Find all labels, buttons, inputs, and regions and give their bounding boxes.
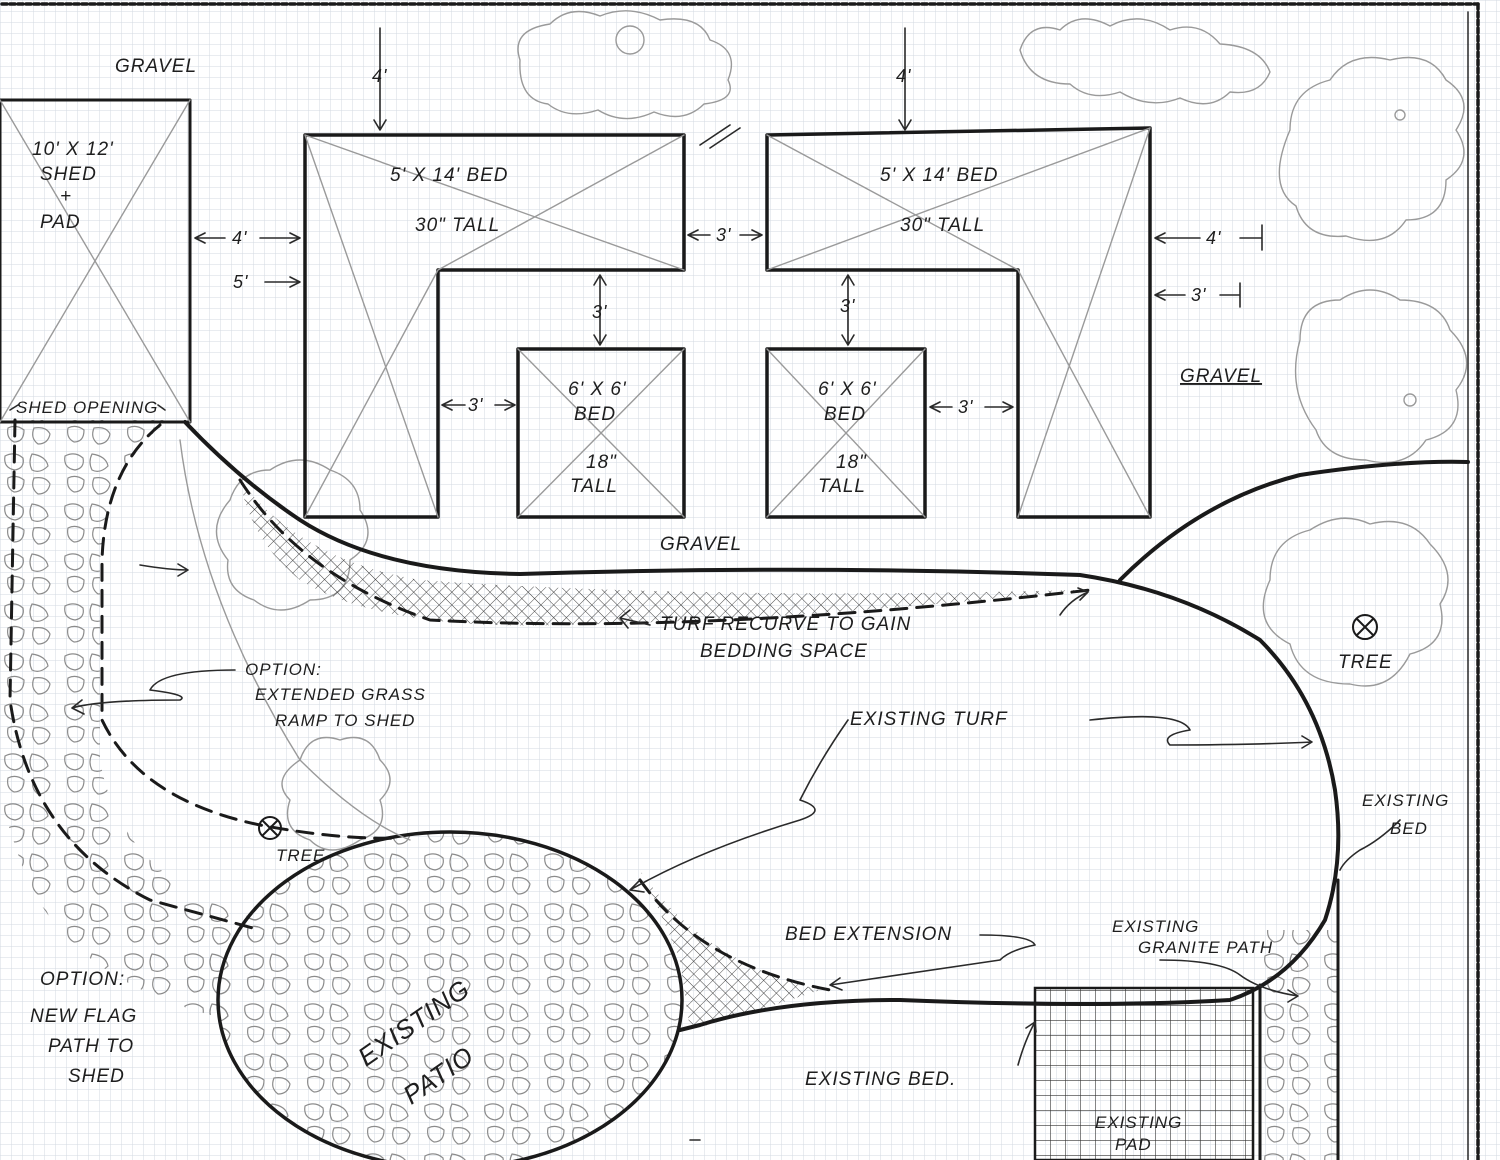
dim-inner-left: 3' [592, 302, 607, 322]
label-small-bed-right: 6' X 6' BED 18" TALL [818, 379, 877, 497]
label-existing-bed-right: EXISTING BED [1362, 791, 1449, 838]
bed-extension-hatch [640, 870, 820, 1030]
svg-text:OPTION:: OPTION: [245, 660, 322, 679]
label-gravel-top: GRAVEL [115, 56, 197, 77]
svg-text:5' X 14' BED: 5' X 14' BED [390, 165, 509, 186]
svg-text:SHED: SHED [68, 1066, 125, 1087]
svg-text:NEW FLAG: NEW FLAG [30, 1006, 137, 1027]
dim-side-left: 3' [468, 395, 483, 415]
small-bed-left [516, 347, 686, 519]
svg-text:6' X 6': 6' X 6' [818, 379, 877, 400]
label-tree-left: TREE [276, 846, 325, 865]
label-tree-right: TREE [1338, 652, 1393, 673]
existing-patio [216, 830, 684, 1160]
svg-text:EXISTING: EXISTING [1362, 791, 1449, 810]
option-arc [179, 439, 411, 841]
label-shed: 10' X 12' SHED + PAD [32, 139, 114, 233]
svg-text:RAMP TO SHED: RAMP TO SHED [275, 711, 415, 730]
raised-bed-left [303, 133, 686, 519]
svg-text:TALL: TALL [570, 476, 618, 497]
svg-text:6' X 6': 6' X 6' [568, 379, 627, 400]
dim-between-beds: 3' [716, 225, 731, 245]
proposed-edges [8, 418, 1092, 992]
label-existing-turf: EXISTING TURF [850, 709, 1008, 730]
dim-inner-right: 3' [840, 296, 855, 316]
svg-text:30" TALL: 30" TALL [415, 215, 500, 236]
small-bed-right [765, 347, 927, 519]
svg-text:PAD: PAD [40, 212, 81, 233]
shed-and-pad [0, 98, 192, 424]
label-gravel-mid: GRAVEL [660, 534, 742, 555]
label-gravel-right: GRAVEL [1180, 366, 1262, 387]
label-shed-opening: SHED OPENING [16, 398, 158, 417]
dim-shed-5: 5' [233, 272, 248, 292]
label-bed-extension: BED EXTENSION [785, 924, 952, 945]
raised-bed-right [765, 126, 1152, 519]
existing-pad-grid [1033, 986, 1255, 1160]
svg-text:BEDDING SPACE: BEDDING SPACE [700, 641, 868, 662]
svg-text:18": 18" [586, 452, 617, 473]
label-option-flag: OPTION: NEW FLAG PATH TO SHED [30, 969, 137, 1087]
svg-text:EXISTING: EXISTING [1095, 1113, 1182, 1132]
turf-recurve-hatch [240, 480, 1080, 626]
dim-shed-4: 4' [232, 228, 247, 248]
label-bed-left: 5' X 14' BED 30" TALL [390, 165, 509, 236]
svg-text:TURF RECURVE TO GAIN: TURF RECURVE TO GAIN [660, 614, 911, 635]
label-granite-path: EXISTING GRANITE PATH [1112, 917, 1273, 957]
dim-side-right: 3' [958, 397, 973, 417]
svg-text:+: + [60, 186, 72, 207]
dim-top-left: 4' [372, 66, 387, 86]
svg-text:18": 18" [836, 452, 867, 473]
svg-text:OPTION:: OPTION: [40, 969, 125, 990]
svg-text:PATH TO: PATH TO [48, 1036, 134, 1057]
granite-path-stones [1258, 930, 1338, 1160]
turf-edge [183, 420, 1341, 1032]
label-option-ramp: OPTION: EXTENDED GRASS RAMP TO SHED [245, 660, 426, 730]
tree-symbols [258, 614, 1378, 840]
label-bed-right: 5' X 14' BED 30" TALL [880, 165, 999, 236]
label-small-bed-left: 6' X 6' BED 18" TALL [568, 379, 627, 497]
svg-text:BED: BED [824, 404, 866, 425]
svg-text:SHED: SHED [40, 164, 97, 185]
dim-right-3: 3' [1191, 285, 1206, 305]
svg-text:BED: BED [1390, 819, 1428, 838]
svg-text:10' X 12': 10' X 12' [32, 139, 114, 160]
svg-text:PAD: PAD [1115, 1135, 1152, 1154]
dim-top-right: 4' [896, 66, 911, 86]
dim-right-4: 4' [1206, 228, 1221, 248]
dimension-lines [194, 27, 1263, 413]
svg-text:TALL: TALL [818, 476, 866, 497]
svg-text:30" TALL: 30" TALL [900, 215, 985, 236]
svg-text:EXISTING: EXISTING [1112, 917, 1199, 936]
svg-text:EXTENDED GRASS: EXTENDED GRASS [255, 685, 426, 704]
label-turf-recurve: TURF RECURVE TO GAIN BEDDING SPACE [660, 614, 911, 662]
svg-text:5' X 14' BED: 5' X 14' BED [880, 165, 999, 186]
svg-text:GRANITE PATH: GRANITE PATH [1138, 938, 1273, 957]
label-existing-bed-bottom: EXISTING BED. [805, 1069, 956, 1090]
flag-path-stones [0, 420, 260, 1020]
svg-text:BED: BED [574, 404, 616, 425]
leader-arrows [9, 404, 1401, 1141]
label-existing-pad: EXISTING PAD [1095, 1113, 1182, 1154]
